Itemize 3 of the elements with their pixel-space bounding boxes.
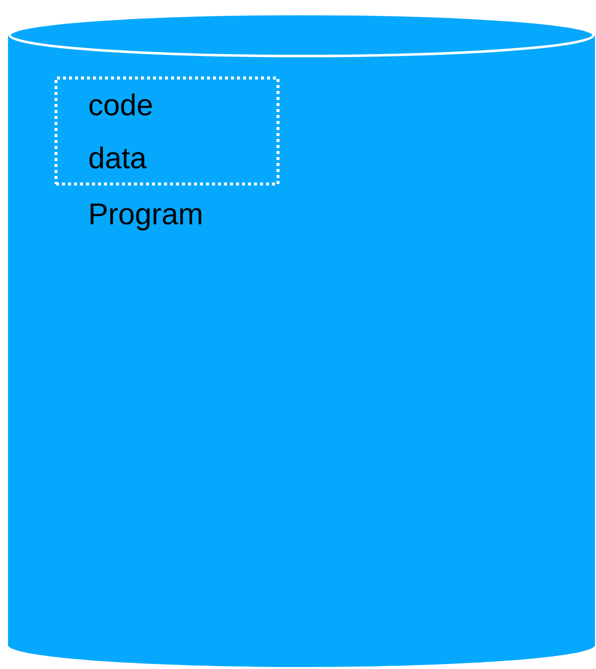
- cylinder: [8, 12, 595, 667]
- box-label: Program: [90, 204, 202, 230]
- dotted-box: code data: [54, 76, 280, 186]
